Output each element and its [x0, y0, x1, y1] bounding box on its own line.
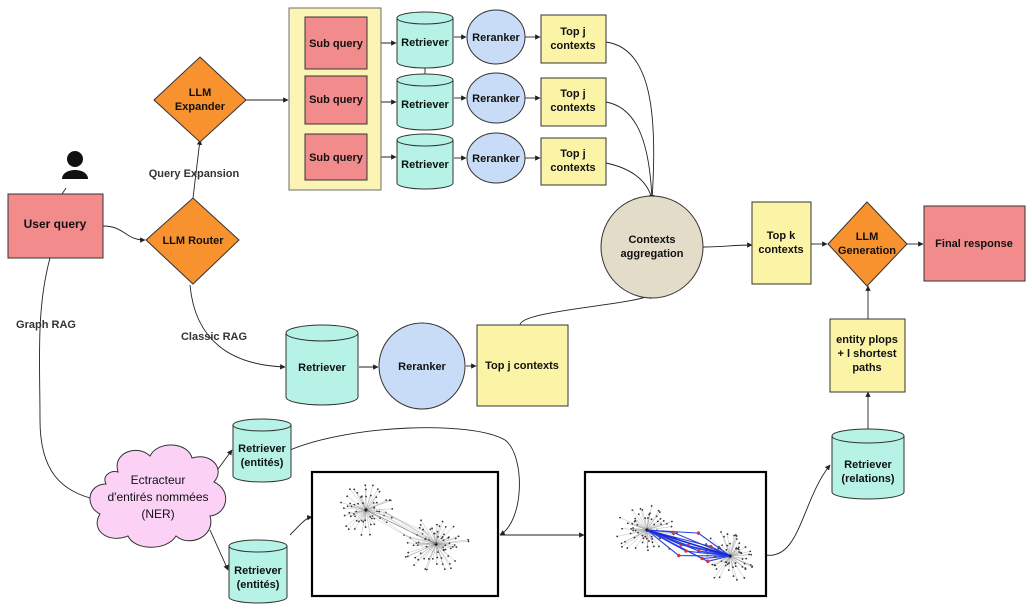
retriever-classic-cylinder[interactable]: Retriever — [285, 324, 359, 406]
top-k-line1: Top k — [767, 230, 796, 242]
edge-label-query-expansion: Query Expansion — [149, 168, 240, 180]
retriever-cylinder-1[interactable]: Retriever — [396, 11, 454, 69]
retriever-cylinder-3[interactable]: Retriever — [396, 133, 454, 190]
sub-query-3[interactable]: Sub query — [304, 133, 368, 181]
retriever-entites-1-line2: (entités) — [241, 457, 284, 469]
llm-router-label: LLM Router — [162, 235, 224, 247]
sub-query-2[interactable]: Sub query — [304, 75, 368, 125]
top-j-contexts-2[interactable]: Top j contexts — [540, 77, 607, 127]
user-icon — [62, 151, 88, 179]
edge-label-graph-rag: Graph RAG — [16, 319, 76, 331]
llm-expander-line2: Expander — [175, 101, 226, 113]
contexts-aggregation-line1: Contexts — [628, 234, 675, 246]
top-j-1-line2: contexts — [550, 40, 595, 52]
final-response-label: Final response — [935, 238, 1013, 250]
final-response[interactable]: Final response — [923, 205, 1026, 282]
retriever-entites-2-line1: Retriever — [234, 565, 282, 577]
reranker-1[interactable]: Reranker — [466, 9, 526, 65]
retriever-relations-cylinder[interactable]: Retriever (relations) — [831, 428, 905, 500]
reranker-classic-label: Reranker — [398, 361, 446, 373]
sub-query-2-label: Sub query — [309, 94, 364, 106]
sub-query-1-label: Sub query — [309, 38, 364, 50]
llm-expander-diamond[interactable]: LLM Expander — [153, 56, 247, 143]
contexts-aggregation-line2: aggregation — [621, 248, 684, 260]
llm-generation-line2: Generation — [838, 245, 896, 257]
ner-line3: (NER) — [141, 507, 174, 521]
sub-query-3-label: Sub query — [309, 152, 364, 164]
sub-query-1[interactable]: Sub query — [304, 16, 368, 70]
top-j-2-line2: contexts — [550, 102, 595, 114]
ner-line2: d'entirés nommées — [107, 490, 208, 504]
entity-box-line1: entity plops — [836, 334, 898, 346]
entity-graph — [340, 484, 470, 571]
retriever-entites-2-line2: (entités) — [237, 579, 280, 591]
entity-paths-box[interactable]: entity plops + l shortest paths — [829, 318, 906, 393]
user-query-label: User query — [24, 217, 87, 231]
top-k-contexts[interactable]: Top k contexts — [751, 201, 812, 285]
retriever-3-label: Retriever — [401, 159, 449, 171]
top-j-3-line2: contexts — [550, 162, 595, 174]
reranker-2-label: Reranker — [472, 93, 520, 105]
top-k-line2: contexts — [758, 244, 803, 256]
entity-graph-panel — [310, 470, 500, 598]
retriever-classic-label: Retriever — [298, 362, 346, 374]
retriever-entites-2-cylinder[interactable]: Retriever (entités) — [228, 539, 288, 604]
retriever-cylinder-2[interactable]: Retriever — [396, 73, 454, 131]
top-j-contexts-3[interactable]: Top j contexts — [540, 137, 607, 186]
reranker-classic[interactable]: Reranker — [378, 322, 466, 410]
llm-generation-diamond[interactable]: LLM Generation — [827, 201, 908, 287]
retriever-relations-line2: (relations) — [841, 473, 895, 485]
retriever-entites-1-cylinder[interactable]: Retriever (entités) — [232, 418, 292, 483]
contexts-aggregation[interactable]: Contexts aggregation — [600, 195, 704, 299]
top-j-1-line1: Top j — [560, 26, 585, 38]
llm-expander-line1: LLM — [189, 87, 212, 99]
reranker-3[interactable]: Reranker — [466, 132, 526, 184]
top-j-3-line1: Top j — [560, 148, 585, 160]
retriever-entites-1-line1: Retriever — [238, 443, 286, 455]
entity-box-line2: + l shortest — [838, 348, 897, 360]
llm-generation-line1: LLM — [856, 231, 879, 243]
edge-label-classic-rag: Classic RAG — [181, 331, 247, 343]
user-query-box[interactable]: User query — [7, 193, 104, 259]
reranker-1-label: Reranker — [472, 32, 520, 44]
top-j-classic-label: Top j contexts — [485, 360, 559, 372]
relation-graph — [616, 504, 754, 581]
reranker-3-label: Reranker — [472, 153, 520, 165]
top-j-2-line1: Top j — [560, 88, 585, 100]
top-j-contexts-classic[interactable]: Top j contexts — [476, 324, 569, 407]
retriever-2-label: Retriever — [401, 99, 449, 111]
entity-box-line3: paths — [852, 362, 881, 374]
ner-cloud[interactable]: Ectracteur d'entirés nommées (NER) — [89, 444, 226, 548]
retriever-1-label: Retriever — [401, 37, 449, 49]
top-j-contexts-1[interactable]: Top j contexts — [540, 14, 607, 64]
ner-line1: Ectracteur — [131, 473, 186, 487]
llm-router-diamond[interactable]: LLM Router — [145, 197, 240, 285]
retriever-relations-line1: Retriever — [844, 459, 892, 471]
connectors — [39, 34, 924, 571]
reranker-2[interactable]: Reranker — [466, 72, 526, 124]
